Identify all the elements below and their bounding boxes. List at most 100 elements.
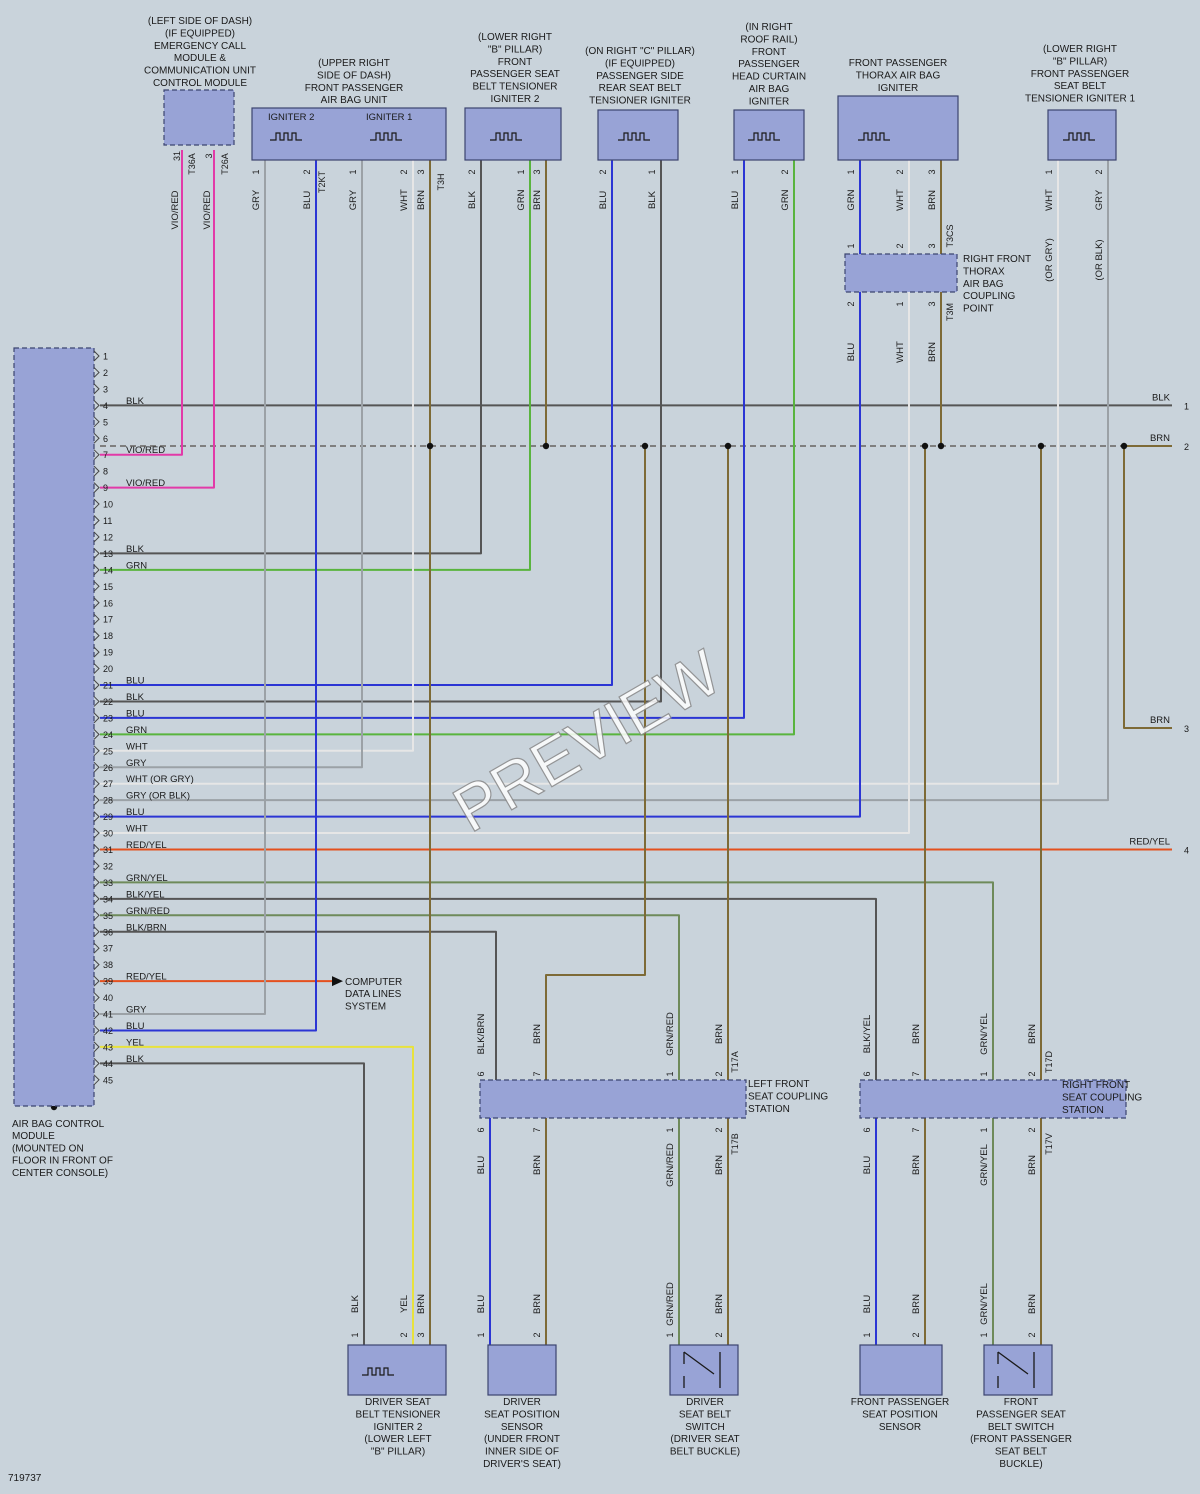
- passenger-air-bag-unit-caption-line: FRONT PASSENGER: [305, 83, 404, 94]
- wires-layer: [50, 150, 1172, 1345]
- acm-pin-number: 37: [103, 944, 113, 954]
- wire-blk-yel-34: [100, 897, 877, 1080]
- pass_pos_sensor-caption-line: SEAT POSITION: [862, 1409, 938, 1420]
- wire-gry-26: [100, 160, 363, 769]
- diagram-id: 719737: [8, 1473, 42, 1484]
- pin-number: 2: [1027, 1071, 1037, 1076]
- passenger-tensioner2-caption-line: IGNITER 2: [491, 94, 540, 105]
- pass_pos_sensor-caption-line: SENSOR: [879, 1422, 921, 1433]
- wire-label: BLK/YEL: [862, 1015, 873, 1054]
- pin-number: 3: [532, 169, 542, 174]
- igniter-symbol: [362, 1367, 394, 1376]
- wire-grn-24: [100, 160, 795, 736]
- acm-pin-number: 24: [103, 730, 113, 740]
- passenger-tensioner2-caption-line: (LOWER RIGHT: [478, 32, 552, 43]
- driver_tensioner-caption-line: DRIVER SEAT: [365, 1397, 431, 1408]
- acm-wire-label: RED/YEL: [126, 840, 167, 851]
- wire-wht-25: [100, 160, 414, 752]
- acm-wire-label: VIO/RED: [126, 445, 165, 456]
- wire-grn-yel-33: [100, 881, 994, 1080]
- pin-number: 2: [302, 169, 312, 174]
- acm-pin-terminal: [93, 860, 100, 872]
- pin-number: 1: [862, 1332, 872, 1337]
- acm-pin-number: 17: [103, 615, 113, 625]
- rear-tensioner-caption-line: TENSIONER IGNITER: [589, 96, 691, 107]
- pin-number: 3: [416, 169, 426, 174]
- pin-number: 1: [350, 1332, 360, 1337]
- wire-label: GRN: [516, 189, 527, 210]
- wire-label: BLU: [862, 1156, 873, 1175]
- pin-number: 7: [911, 1127, 921, 1132]
- acm-pin-number: 41: [103, 1010, 113, 1020]
- driver_belt_switch-caption-line: SWITCH: [685, 1422, 724, 1433]
- switch-symbol: [997, 1351, 1035, 1388]
- acm-pin-number: 28: [103, 796, 113, 806]
- igniter-symbol: [618, 132, 650, 141]
- offpage-wire-label: BLK: [1152, 392, 1171, 403]
- emergency-call-module-caption-line: CONTROL MODULE: [153, 78, 247, 89]
- acm-pin-number: 30: [103, 829, 113, 839]
- wire-blu-23: [100, 160, 745, 719]
- acm-pin-number: 12: [103, 532, 113, 542]
- acm-pin-number: 15: [103, 582, 113, 592]
- acm-wire-label: BLU: [126, 676, 145, 687]
- igniter-label: IGNITER 1: [366, 112, 412, 123]
- splice-dot: [937, 442, 945, 450]
- wire-blk-22: [100, 160, 662, 703]
- offpage-wire-label: BRN: [1150, 433, 1170, 444]
- wire-label: BRN: [911, 1155, 922, 1175]
- acm-caption-line: (MOUNTED ON: [12, 1143, 84, 1154]
- pin-number: 1: [665, 1127, 675, 1132]
- wire-wht-30: [100, 160, 910, 835]
- driver_tensioner-caption-line: BELT TENSIONER: [355, 1409, 440, 1420]
- acm-wire-label: WHT: [126, 741, 148, 752]
- acm-pin-terminal: [93, 465, 100, 477]
- acm-pin-number: 39: [103, 977, 113, 987]
- acm-wire-label: VIO/RED: [126, 478, 165, 489]
- acm-pin-terminal: [93, 416, 100, 428]
- acm-pin-terminal: [93, 646, 100, 658]
- connector-id: T17A: [730, 1051, 740, 1073]
- head-curtain-caption-line: HEAD CURTAIN: [732, 72, 806, 83]
- pin-number: 1: [476, 1332, 486, 1337]
- wire-label: BLU: [846, 343, 857, 362]
- rear-tensioner-caption-line: (IF EQUIPPED): [605, 58, 675, 69]
- acm-pin-number: 32: [103, 861, 113, 871]
- pin-number: 1: [979, 1332, 989, 1337]
- right-seat-station-caption-line: STATION: [1062, 1105, 1104, 1116]
- pin-number: 2: [780, 169, 790, 174]
- connector-id: T17D: [1044, 1050, 1054, 1073]
- wire-brn-ref3: [1123, 446, 1172, 729]
- driver_belt_switch-caption-line: DRIVER: [686, 1397, 724, 1408]
- acm-pin-number: 23: [103, 713, 113, 723]
- wire-yel-43: [100, 1045, 414, 1345]
- wire-wht-27: [100, 160, 1059, 785]
- pin-number: 1: [895, 301, 905, 306]
- thorax-coupling-caption-line: AIR BAG: [963, 279, 1004, 290]
- emergency-call-module-caption-line: EMERGENCY CALL: [154, 41, 247, 52]
- acm-pin-terminal: [93, 1025, 100, 1036]
- acm-pin-terminal: [93, 531, 100, 543]
- wire-label: GRY: [251, 189, 262, 210]
- acm-wire-label: BLU: [126, 1021, 145, 1032]
- pass_belt_switch-body: [983, 1344, 1053, 1396]
- splice-dot: [1037, 442, 1045, 450]
- acm-pin-number: 25: [103, 746, 113, 756]
- head-curtain-caption-line: (IN RIGHT: [745, 22, 792, 33]
- driver_pos_sensor-caption-line: DRIVER: [503, 1397, 541, 1408]
- thorax-coupling-caption-line: RIGHT FRONT: [963, 254, 1031, 265]
- pin-number: 2: [399, 1332, 409, 1337]
- acm-wire-label: YEL: [126, 1037, 144, 1048]
- driver_belt_switch-caption-line: (DRIVER SEAT: [670, 1434, 739, 1445]
- pass_belt_switch-caption-line: BELT SWITCH: [988, 1422, 1054, 1433]
- wire-label: VIO/RED: [170, 190, 181, 229]
- wire-blk-brn-36: [100, 930, 497, 1080]
- rear-tensioner-caption-line: (ON RIGHT "C" PILLAR): [585, 46, 695, 57]
- driver_belt_switch-caption-line: BELT BUCKLE): [670, 1447, 740, 1458]
- emergency-call-module-caption-line: MODULE &: [174, 53, 227, 64]
- pass_pos_sensor-caption-line: FRONT PASSENGER: [851, 1397, 950, 1408]
- pin-number: 7: [532, 1127, 542, 1132]
- connector-id: T17B: [730, 1133, 740, 1155]
- pin-number: 31: [172, 151, 182, 161]
